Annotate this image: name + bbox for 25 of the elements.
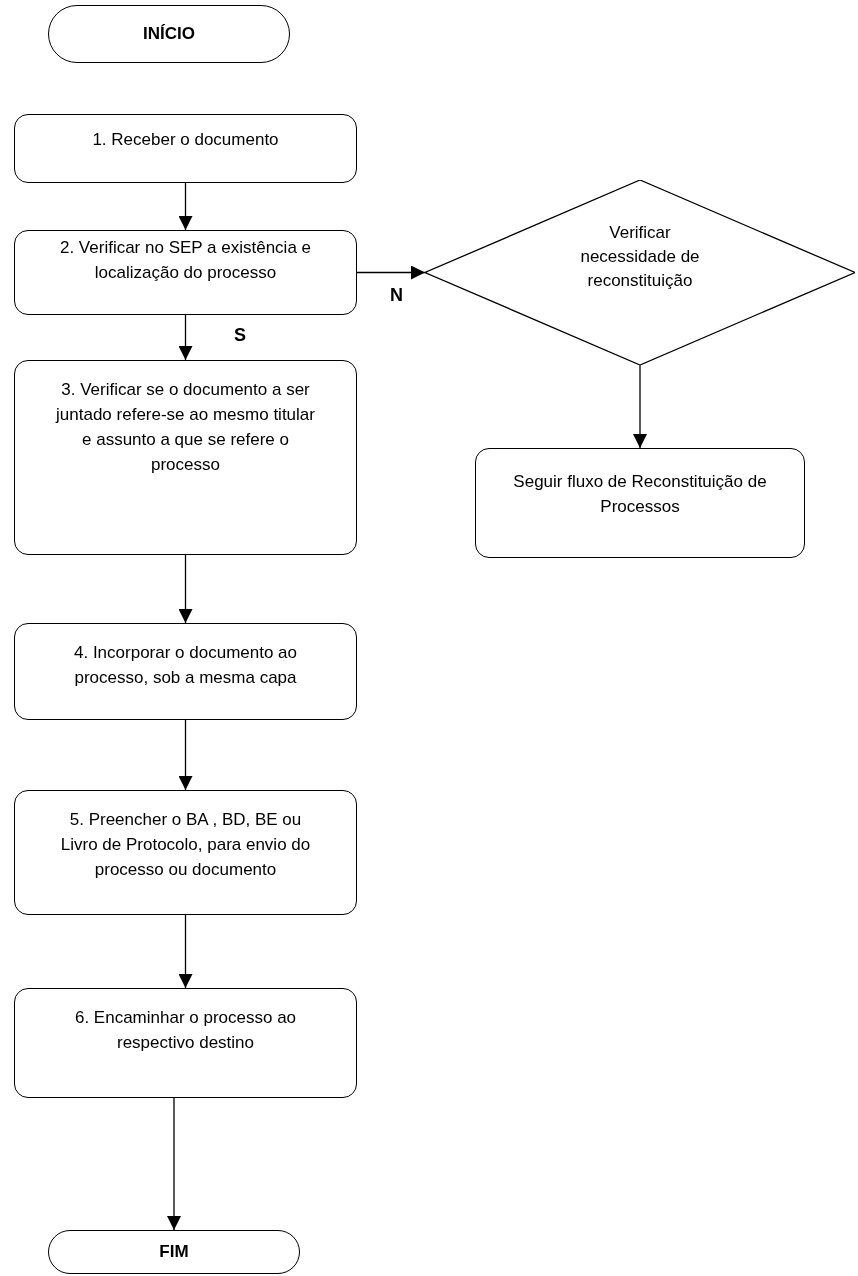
arrow <box>178 914 193 989</box>
process-box <box>14 988 357 1098</box>
process-box <box>14 114 357 183</box>
arrow <box>178 314 193 361</box>
terminal-label: FIM <box>159 1241 189 1264</box>
step-text: 5. Preencher o BA , BD, BE ou Livro de Protocolo, para envio do processo ou documento <box>59 809 312 881</box>
process-box <box>14 623 357 720</box>
step-text: 1. Receber o documento <box>92 129 279 151</box>
step-text: 4. Incorporar o documento ao processo, sob a mesma capa <box>73 642 298 689</box>
step-text: 6. Encaminhar o processo ao respectivo destino <box>73 1007 298 1054</box>
terminal-label: INÍCIO <box>143 23 195 46</box>
arrow <box>633 364 647 449</box>
arrow <box>167 1097 181 1231</box>
step-text: 3. Verificar se o documento a ser juntado refere-se ao mesmo titular e assunto a que se refere o processo <box>54 379 316 476</box>
arrow <box>178 719 193 791</box>
process-box <box>14 360 357 555</box>
arrow <box>178 182 193 231</box>
decision-text: Verificar necessidade de reconstituição <box>579 221 701 292</box>
arrow <box>178 554 193 624</box>
process-box <box>14 230 357 315</box>
process-box <box>475 448 805 558</box>
step-text: 2. Verificar no SEP a existência e localização do processo <box>58 237 313 284</box>
step-text: Seguir fluxo de Reconstituição de Processos <box>512 471 768 518</box>
process-box <box>14 790 357 915</box>
arrow <box>356 265 426 280</box>
